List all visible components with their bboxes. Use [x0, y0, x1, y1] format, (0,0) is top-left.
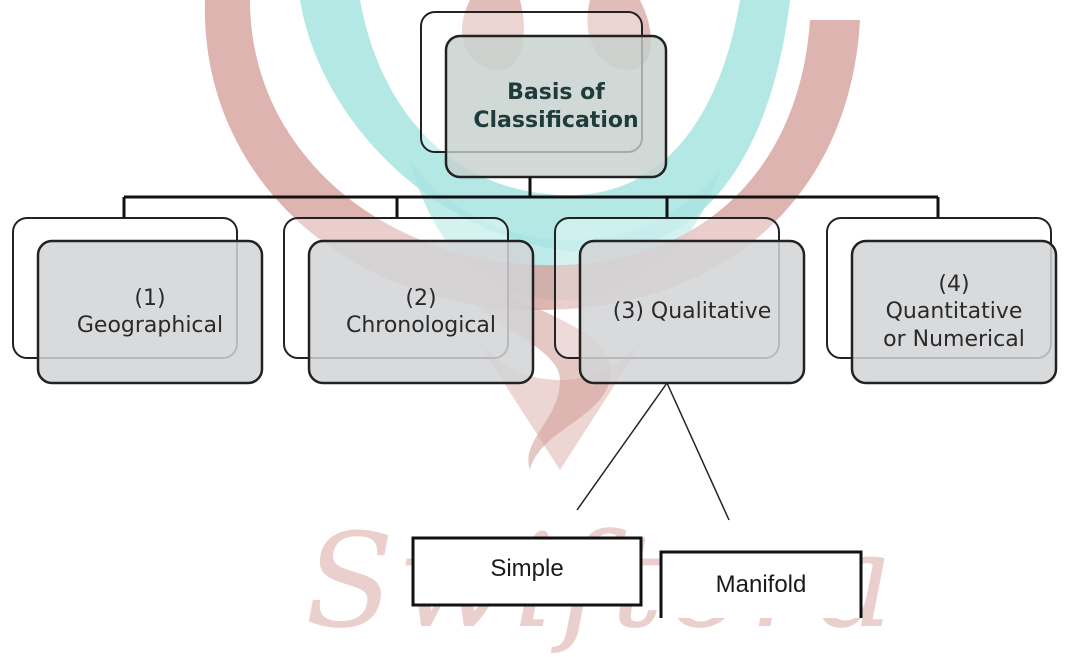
category-node-3	[554, 217, 806, 385]
category-node-2	[283, 217, 535, 385]
category-label-qualitative: (3) Qualitative	[612, 299, 772, 325]
root-node-front	[444, 34, 668, 179]
root-node	[420, 11, 668, 179]
tree-connectors	[122, 177, 940, 218]
qualitative-connectors	[576, 382, 730, 521]
diagram-canvas: Swiftora	[12, 0, 1058, 657]
subcategory-manifold-box	[659, 550, 863, 618]
category-3-front	[578, 239, 806, 385]
subcategory-label-manifold: Manifold	[715, 571, 807, 598]
category-1-front	[36, 239, 264, 385]
root-node-label: Basis of Classification	[473, 80, 639, 133]
category-node-4	[826, 217, 1058, 385]
category-label-geographical: (1) Geographical	[76, 285, 224, 339]
subcategory-label-simple: Simple	[490, 555, 564, 582]
connector-manifold	[666, 382, 730, 521]
category-node-1	[12, 217, 264, 385]
diagram-svg	[12, 11, 1058, 618]
connector-simple	[576, 382, 668, 511]
category-label-quantitative: (4) Quantitative or Numerical	[883, 271, 1025, 352]
category-4-front	[850, 239, 1058, 385]
category-label-chronological: (2) Chronological	[345, 285, 497, 339]
subcategory-simple-box	[411, 536, 643, 607]
category-2-front	[307, 239, 535, 385]
